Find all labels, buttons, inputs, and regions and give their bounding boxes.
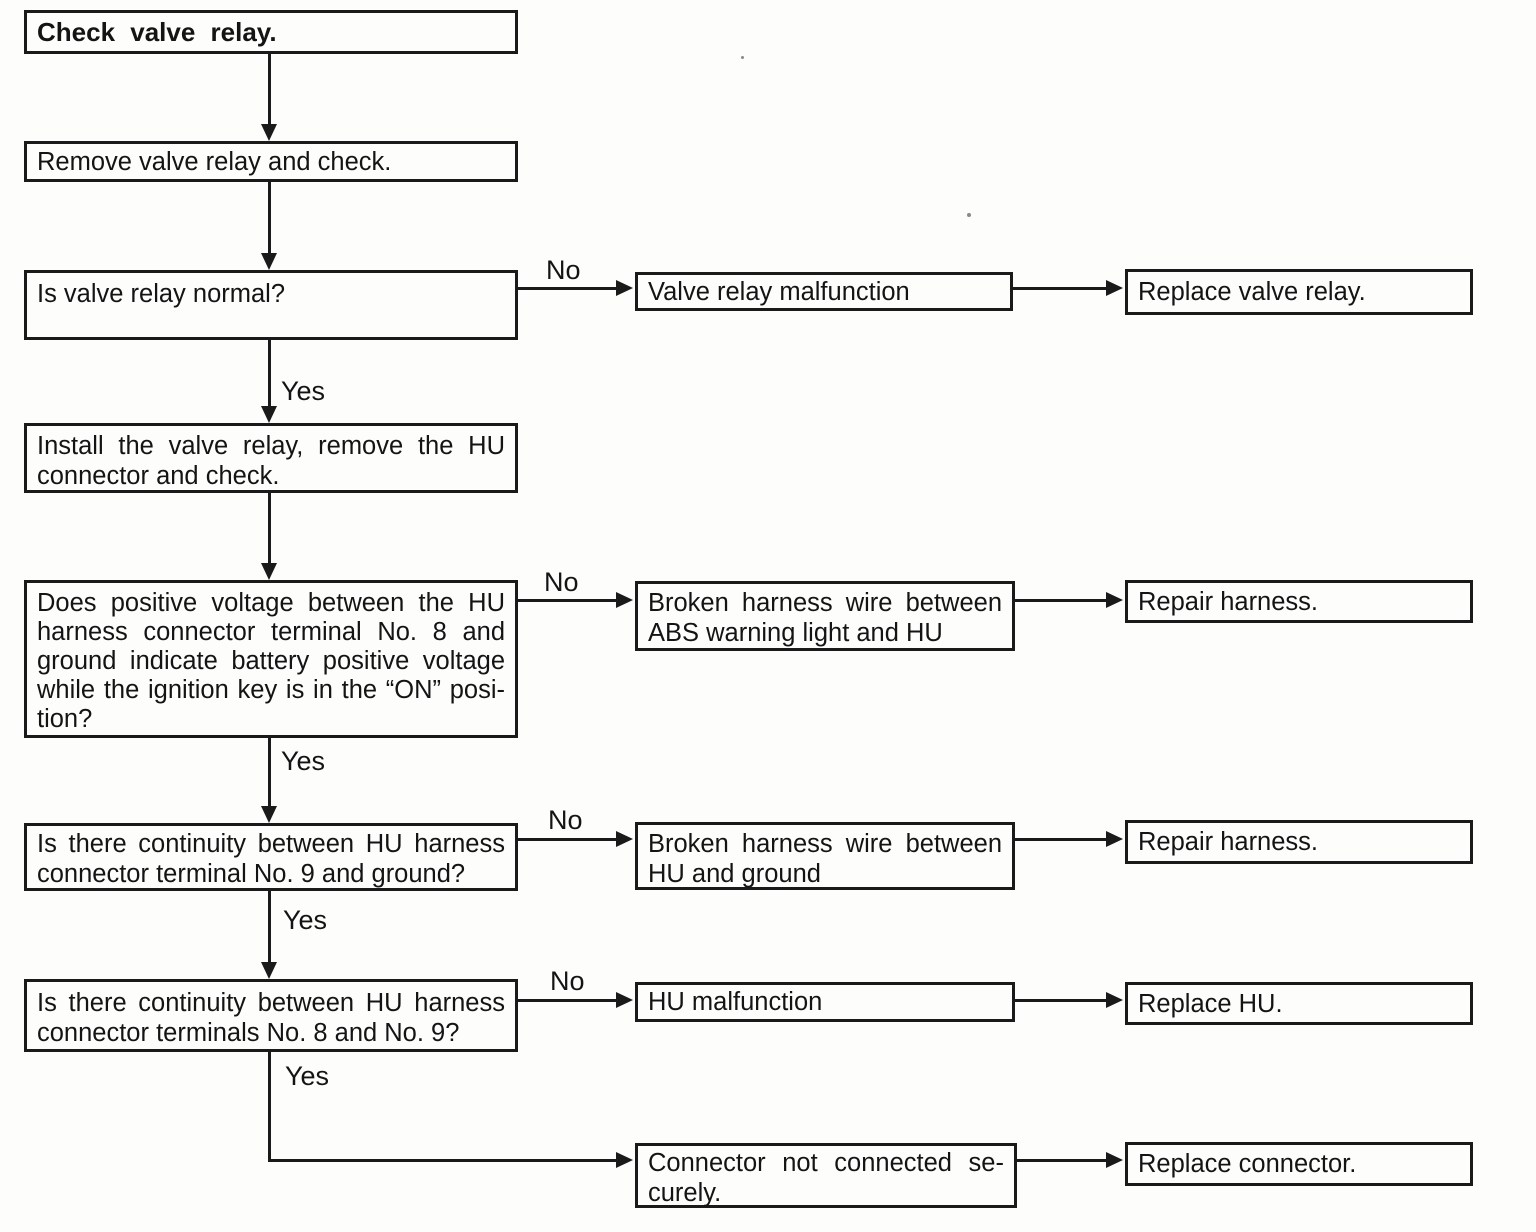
node-line: connector terminal No. 9 and ground? — [37, 860, 466, 888]
arrow-elbow-line — [268, 1159, 618, 1162]
node-label: Repair harness. — [1138, 828, 1319, 856]
edge-label-yes: Yes — [281, 376, 326, 406]
arrowhead-down-icon — [261, 124, 277, 141]
node-continuity-ground: Is there continuity between HU harness c… — [24, 823, 518, 891]
arrow-elbow-line — [268, 1052, 271, 1162]
arrowhead-right-icon — [1106, 592, 1123, 608]
node-label: Replace valve relay. — [1138, 278, 1366, 306]
node-label: Replace HU. — [1138, 989, 1283, 1018]
node-is-valve-relay-normal: Is valve relay normal? — [24, 270, 518, 340]
edge-label-no: No — [550, 966, 585, 996]
arrowhead-right-icon — [616, 280, 633, 296]
node-label: Repair harness. — [1138, 587, 1319, 616]
node-label: Is valve relay normal? — [37, 280, 286, 308]
node-replace-connector: Replace connector. — [1125, 1142, 1473, 1186]
node-line: curely. — [648, 1179, 722, 1207]
arrowhead-right-icon — [1106, 280, 1123, 296]
node-line: connector terminals No. 8 and No. 9? — [37, 1019, 460, 1047]
node-line: connector and check. — [37, 462, 280, 490]
node-hu-malfunction: HU malfunction — [635, 982, 1015, 1022]
node-label: Valve relay malfunction — [648, 277, 910, 306]
node-line: HU and ground — [648, 860, 821, 888]
arrow-down-line — [268, 340, 271, 408]
node-line: ground indicate battery positive voltage — [37, 647, 505, 675]
arrow-right-line — [518, 287, 618, 290]
arrow-right-line — [1015, 599, 1108, 602]
node-line: tion? — [37, 705, 93, 733]
arrow-down-line — [268, 891, 271, 964]
edge-label-yes: Yes — [285, 1061, 330, 1091]
node-line: while the ignition key is in the “ON” po… — [37, 676, 505, 704]
edge-label-yes: Yes — [281, 746, 326, 776]
node-line: harness connector terminal No. 8 and — [37, 618, 505, 646]
scan-speck — [967, 213, 971, 217]
edge-label-no: No — [544, 567, 579, 597]
arrow-right-line — [1017, 1159, 1108, 1162]
node-remove-valve-relay: Remove valve relay and check. — [24, 141, 518, 182]
arrow-right-line — [1015, 838, 1108, 841]
node-label: HU malfunction — [648, 988, 823, 1016]
edge-label-no: No — [546, 255, 581, 285]
edge-label-yes: Yes — [283, 905, 328, 935]
arrowhead-right-icon — [1106, 1152, 1123, 1168]
node-voltage-check: Does positive voltage between the HU har… — [24, 580, 518, 738]
edge-label-no: No — [548, 805, 583, 835]
node-line: Is there continuity between HU harness — [37, 989, 505, 1017]
node-check-valve-relay: Check valve relay. — [24, 10, 518, 54]
node-line: Broken harness wire between — [648, 589, 1002, 617]
arrow-right-line — [518, 599, 618, 602]
node-install-valve-relay: Install the valve relay, remove the HU c… — [24, 423, 518, 493]
arrowhead-down-icon — [261, 962, 277, 979]
node-line: Install the valve relay, remove the HU — [37, 432, 505, 460]
arrowhead-down-icon — [261, 406, 277, 423]
arrow-down-line — [268, 738, 271, 808]
node-line: Is there continuity between HU harness — [37, 830, 505, 858]
node-line: Connector not connected se- — [648, 1149, 1004, 1177]
node-repair-harness-2: Repair harness. — [1125, 820, 1473, 864]
node-label: Remove valve relay and check. — [37, 147, 392, 176]
arrowhead-right-icon — [616, 992, 633, 1008]
arrowhead-right-icon — [616, 592, 633, 608]
arrow-right-line — [518, 999, 618, 1002]
node-broken-harness-ground: Broken harness wire between HU and groun… — [635, 822, 1015, 890]
arrowhead-down-icon — [261, 806, 277, 823]
scan-speck — [741, 56, 744, 59]
node-connector-not-connected: Connector not connected se- curely. — [635, 1143, 1017, 1208]
arrow-right-line — [1013, 287, 1108, 290]
node-line: Broken harness wire between — [648, 830, 1002, 858]
node-replace-valve-relay: Replace valve relay. — [1125, 269, 1473, 315]
node-valve-relay-malfunction: Valve relay malfunction — [635, 272, 1013, 311]
arrow-down-line — [268, 182, 271, 255]
node-label: Replace connector. — [1138, 1150, 1357, 1178]
arrow-right-line — [1015, 999, 1108, 1002]
node-line: Does positive voltage between the HU — [37, 589, 505, 617]
arrow-right-line — [518, 838, 618, 841]
node-repair-harness-1: Repair harness. — [1125, 580, 1473, 623]
arrowhead-right-icon — [1106, 831, 1123, 847]
node-label: Check valve relay. — [37, 17, 277, 47]
node-line: ABS warning light and HU — [648, 619, 943, 647]
node-broken-harness-abs: Broken harness wire between ABS warning … — [635, 581, 1015, 651]
arrow-down-line — [268, 54, 271, 126]
node-continuity-terminals: Is there continuity between HU harness c… — [24, 979, 518, 1052]
arrow-down-line — [268, 493, 271, 565]
arrowhead-down-icon — [261, 563, 277, 580]
arrowhead-down-icon — [261, 253, 277, 270]
arrowhead-right-icon — [616, 1152, 633, 1168]
arrowhead-right-icon — [1106, 992, 1123, 1008]
arrowhead-right-icon — [616, 831, 633, 847]
node-replace-hu: Replace HU. — [1125, 982, 1473, 1025]
